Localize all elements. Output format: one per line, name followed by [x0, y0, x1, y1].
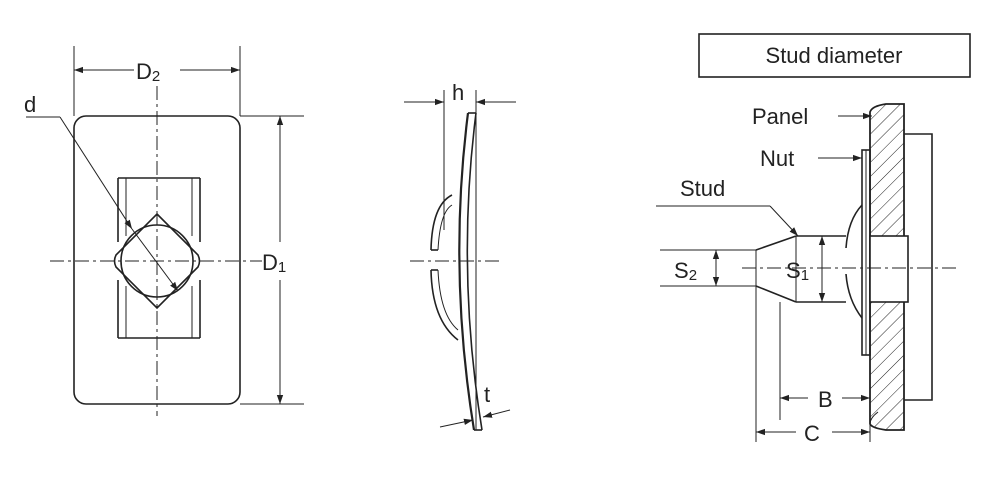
stud-diameter-label: Stud diameter: [766, 43, 903, 68]
label-b: B: [818, 387, 833, 412]
side-view: h t: [404, 80, 516, 431]
label-stud: Stud: [680, 176, 725, 201]
stud-taper: [755, 235, 797, 303]
label-d: d: [24, 92, 36, 117]
label-c: C: [804, 421, 820, 446]
plate-curve-outer: [458, 112, 476, 431]
label-h: h: [452, 80, 464, 105]
plate-curve-inner: [466, 112, 483, 431]
label-panel: Panel: [752, 104, 808, 129]
assembly-view: Stud diameter S2 S1: [656, 33, 971, 446]
label-nut: Nut: [760, 146, 794, 171]
nut-tab-lower: [845, 273, 863, 319]
stud-tip-in-panel: [869, 235, 909, 303]
stud-diameter-box: [698, 33, 971, 78]
tab-lower-outer: [430, 269, 459, 341]
label-d2: D2: [136, 59, 160, 85]
square-hole: [113, 212, 201, 310]
label-d1: D1: [262, 250, 286, 276]
label-s1: S1: [786, 258, 809, 284]
front-view: D2 D1 d: [24, 46, 304, 416]
tab-upper-outer: [430, 194, 453, 251]
nut-tab-upper: [845, 204, 863, 249]
label-s2: S2: [674, 258, 697, 284]
label-t: t: [484, 382, 490, 407]
clip-plate: [904, 133, 933, 401]
plate-outline: [73, 115, 241, 405]
tab-frame: [117, 177, 201, 339]
